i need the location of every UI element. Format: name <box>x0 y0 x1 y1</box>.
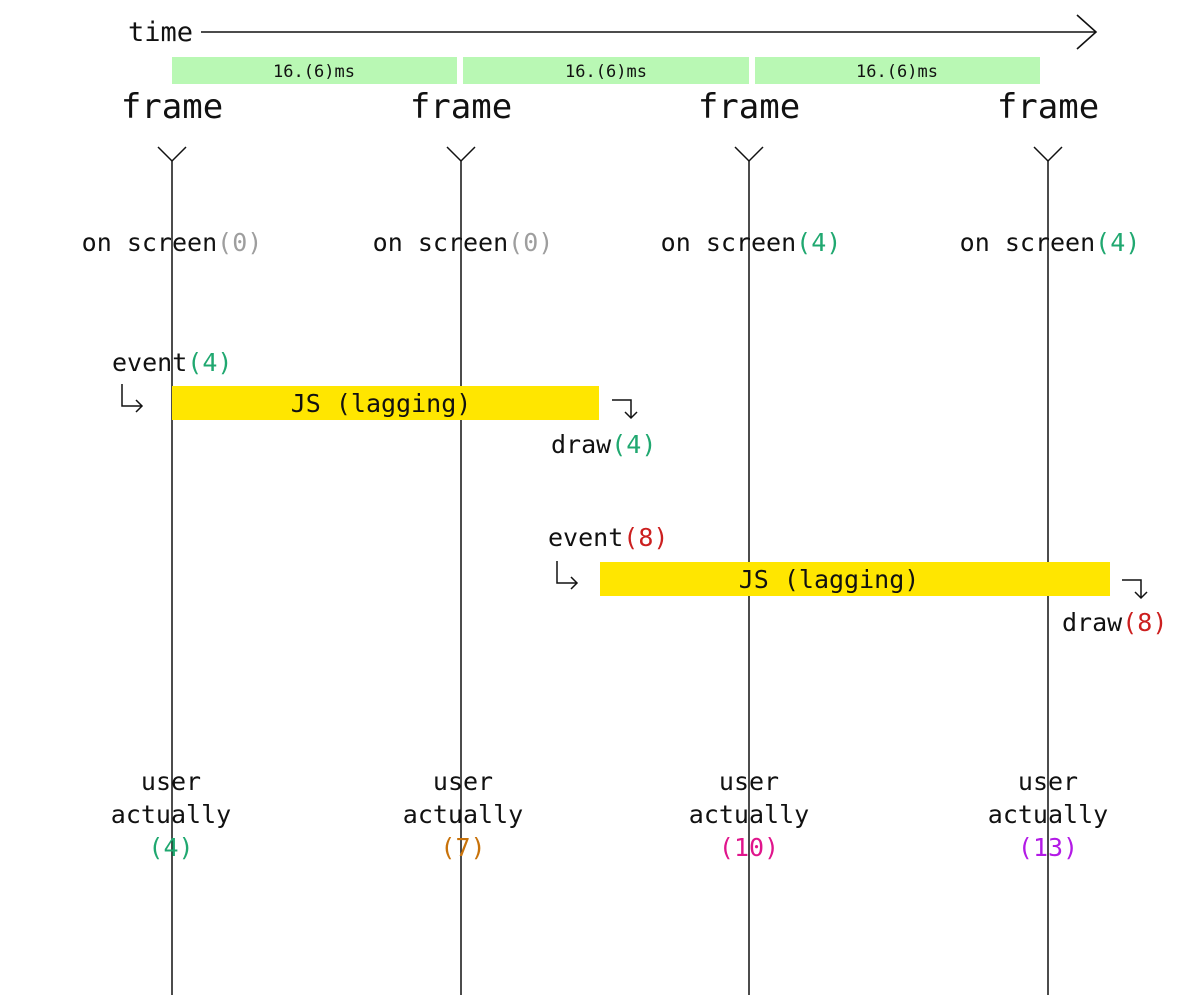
enter-arrow-icon <box>121 384 144 413</box>
frame-marker <box>1033 146 1063 163</box>
return-arrow-icon <box>612 399 638 420</box>
task-2: event(8) draw(8) <box>548 523 1167 637</box>
frame-marker <box>446 146 476 163</box>
js-bar-label: JS (lagging) <box>291 389 472 418</box>
on-screen-label-2: on screen(0) <box>373 228 554 257</box>
js-block-1: JS (lagging) <box>172 386 599 420</box>
on-screen-label-3: on screen(4) <box>661 228 842 257</box>
frame-marker <box>157 146 187 163</box>
draw-label: draw(4) <box>551 430 656 459</box>
js-bar <box>600 562 1110 596</box>
frame-interval-segments: 16.(6)ms 16.(6)ms 16.(6)ms <box>172 57 1040 84</box>
frame-label: frame <box>121 87 223 127</box>
frame-interval-1 <box>172 57 457 84</box>
time-axis-label: time <box>128 17 193 48</box>
event-label: event(4) <box>112 348 232 377</box>
frame-interval-2 <box>463 57 749 84</box>
on-screen-label-1: on screen(0) <box>82 228 263 257</box>
user-label: user <box>1018 767 1078 796</box>
js-block-2: JS (lagging) <box>600 562 1110 596</box>
user-actually-2: user actually (7) <box>403 767 523 862</box>
task-1: event(4) draw(4) <box>112 348 656 459</box>
frame-interval-label-1: 16.(6)ms <box>273 62 355 82</box>
user-actually-value: (4) <box>148 833 193 862</box>
frame-interval-3 <box>755 57 1040 84</box>
user-actually-1: user actually (4) <box>111 767 231 862</box>
user-label: user <box>433 767 493 796</box>
frame-column-2: frame <box>410 87 512 995</box>
frame-column-1: frame <box>121 87 223 995</box>
user-label: user <box>141 767 201 796</box>
return-arrow-icon <box>1122 579 1148 600</box>
actually-label: actually <box>689 800 809 829</box>
user-actually-value: (13) <box>1018 833 1078 862</box>
frame-label: frame <box>997 87 1099 127</box>
actually-label: actually <box>988 800 1108 829</box>
on-screen-label-4: on screen(4) <box>960 228 1141 257</box>
frame-label: frame <box>410 87 512 127</box>
user-actually-3: user actually (10) <box>689 767 809 862</box>
enter-arrow-icon <box>556 561 579 590</box>
draw-label: draw(8) <box>1062 608 1167 637</box>
time-axis-arrowhead <box>1076 14 1098 50</box>
frame-label: frame <box>698 87 800 127</box>
time-axis: time <box>128 14 1098 50</box>
frame-marker <box>734 146 764 163</box>
event-label: event(8) <box>548 523 668 552</box>
js-bar-label: JS (lagging) <box>739 565 920 594</box>
actually-label: actually <box>111 800 231 829</box>
user-actually-value: (7) <box>440 833 485 862</box>
user-actually-value: (10) <box>719 833 779 862</box>
frame-column-3: frame <box>698 87 800 995</box>
frame-interval-label-2: 16.(6)ms <box>565 62 647 82</box>
user-label: user <box>719 767 779 796</box>
frame-interval-label-3: 16.(6)ms <box>856 62 938 82</box>
js-bar <box>172 386 599 420</box>
actually-label: actually <box>403 800 523 829</box>
user-actually-4: user actually (13) <box>988 767 1108 862</box>
on-screen-labels: on screen(0) on screen(0) on screen(4) o… <box>82 228 1141 257</box>
